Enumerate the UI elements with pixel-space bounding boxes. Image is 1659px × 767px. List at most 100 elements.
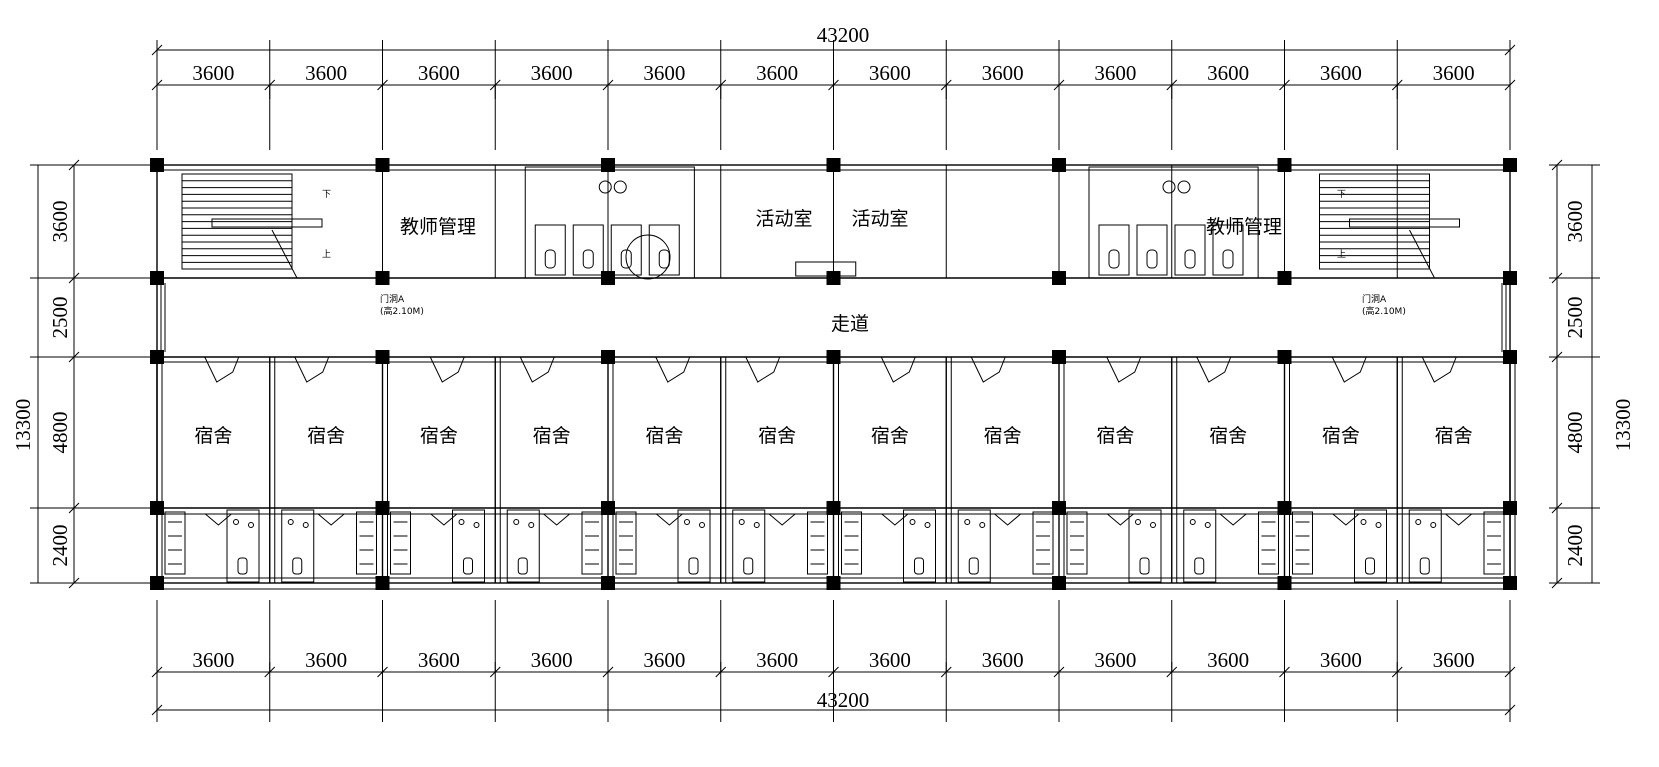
bot-bay-dimension: 3600: [756, 648, 798, 672]
top-dim-tick: [151, 44, 163, 56]
shower-fixture: [738, 519, 745, 525]
right-restroom-stall: [1174, 224, 1206, 276]
right-total-depth: 13300: [1611, 399, 1635, 452]
dorm-door-swing: [1106, 356, 1142, 383]
shower-fixture: [233, 519, 239, 525]
bot-bay-dimension: 3600: [869, 648, 911, 672]
teacher-room-label-left: 教师管理: [400, 216, 476, 238]
shower-fixture: [248, 522, 254, 528]
left-depth-dimension: 3600: [48, 201, 72, 243]
right-vdim-tick: [1551, 502, 1563, 514]
right-toilet: [1184, 249, 1196, 269]
dorm-room-label: 宿舍: [984, 425, 1022, 447]
shower-fixture: [302, 522, 309, 528]
bottom-total-dimension: 43200: [817, 688, 870, 712]
dorm-room-label: 宿舍: [420, 425, 458, 447]
toilet-fixture: [914, 557, 924, 575]
structural-column: [1052, 501, 1066, 515]
bot-bay-dimension: 3600: [192, 648, 234, 672]
shower-rack: [1066, 511, 1088, 575]
left-toilet: [582, 249, 594, 269]
activity-room-label-left: 活动室: [755, 208, 812, 230]
shower-rack: [807, 511, 828, 575]
right-toilet: [1146, 249, 1158, 269]
shower-fixture: [528, 522, 535, 528]
left-restroom-stall: [610, 224, 642, 276]
bot-bay-dimension: 3600: [982, 648, 1024, 672]
left-vdim-tick: [68, 351, 80, 363]
shower-rack: [615, 511, 637, 575]
top-bay-dimension: 3600: [643, 61, 685, 85]
shower-fixture: [753, 522, 760, 528]
bathroom-cubicle: [506, 509, 540, 583]
structural-column: [1277, 271, 1292, 285]
left-depth-dimension: 2400: [48, 525, 72, 567]
shower-fixture: [979, 522, 986, 528]
structural-column: [1277, 501, 1292, 515]
structural-column: [601, 576, 615, 590]
corridor-label: 走道: [831, 313, 869, 335]
right-sink: [1162, 180, 1176, 194]
dorm-door-swing: [204, 356, 240, 383]
shower-fixture: [473, 522, 480, 528]
bot-bay-dimension: 3600: [1207, 648, 1249, 672]
left-sink: [598, 180, 612, 194]
shower-rack: [1258, 511, 1279, 575]
structural-column: [150, 350, 164, 364]
right-depth-dimension: 2400: [1563, 525, 1587, 567]
structural-column: [1052, 350, 1066, 364]
shower-rack: [1032, 511, 1054, 575]
structural-column: [1503, 576, 1517, 590]
top-bay-dimension: 3600: [1320, 61, 1362, 85]
bathroom-cubicle: [677, 509, 711, 583]
right-depth-dimension: 2500: [1563, 297, 1587, 339]
bathroom-cubicle: [1408, 509, 1442, 583]
shower-fixture: [287, 519, 294, 525]
structural-column: [601, 350, 615, 364]
dorm-door-swing: [655, 356, 691, 383]
bathroom-cubicle: [1354, 509, 1387, 583]
shower-fixture: [1150, 522, 1156, 528]
bot-bay-dimension: 3600: [1433, 648, 1475, 672]
shower-rack: [1483, 511, 1505, 575]
right-restroom-block: [1088, 166, 1259, 279]
bath-door: [543, 513, 570, 526]
left-restroom-stall: [648, 224, 680, 276]
dorm-room-label: 宿舍: [1209, 425, 1247, 447]
left-total-depth: 13300: [11, 399, 35, 452]
right-stair-handrail: [1349, 218, 1460, 228]
toilet-fixture: [1139, 557, 1150, 575]
bathroom-cubicle: [903, 509, 936, 583]
left-toilet: [544, 249, 556, 269]
dorm-room-label: 宿舍: [194, 425, 232, 447]
left-stair-outline: [181, 173, 293, 270]
left-restroom-stall: [534, 224, 566, 276]
structural-column: [1503, 158, 1517, 172]
toilet-fixture: [1419, 557, 1430, 575]
dorm-room-label: 宿舍: [1322, 425, 1360, 447]
structural-column: [1503, 501, 1517, 515]
structural-column: [601, 501, 615, 515]
dorm-door-swing: [970, 356, 1006, 383]
toilet-fixture: [743, 557, 754, 575]
dorm-door-swing: [880, 356, 916, 383]
left-stair-arrow: [271, 229, 298, 279]
dorm-door-swing: [1196, 356, 1232, 383]
structural-column: [1277, 576, 1292, 590]
shower-fixture: [909, 519, 916, 525]
bath-door: [1445, 513, 1472, 526]
top-bay-dimension: 3600: [192, 61, 234, 85]
right-toilet: [1108, 249, 1120, 269]
dorm-room-label: 宿舍: [645, 425, 683, 447]
structural-column: [150, 501, 164, 515]
activity-counter: [795, 261, 857, 277]
bot-bay-dimension: 3600: [531, 648, 573, 672]
toilet-fixture: [237, 557, 248, 575]
shower-fixture: [1415, 519, 1422, 525]
shower-fixture: [924, 522, 931, 528]
top-bay-dimension: 3600: [1433, 61, 1475, 85]
structural-column: [826, 350, 841, 364]
left-sink: [613, 180, 627, 194]
activity-room-label-right: 活动室: [851, 208, 908, 230]
structural-column: [1052, 271, 1066, 285]
